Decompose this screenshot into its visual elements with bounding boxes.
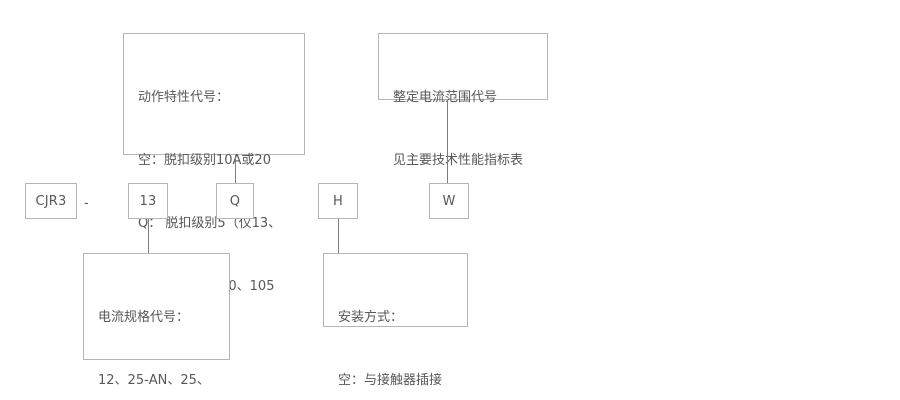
note-line: 安装方式： — [338, 310, 404, 325]
note-line: 空：与接触器插接 — [338, 373, 443, 388]
note-line: 电流规格代号： — [98, 310, 190, 325]
code-box-characteristic[interactable]: Q — [216, 183, 254, 219]
note-box-setting-range: 整定电流范围代号 见主要技术性能指标表 — [378, 33, 548, 168]
note-line: 见主要技术性能指标表 — [393, 153, 524, 168]
note-line: 整定电流范围代号 — [393, 90, 498, 105]
note-box-current-spec: 电流规格代号： 12、25-AN、25、 50、105B、105、 160B、1… — [83, 253, 230, 388]
code-box-series[interactable]: CJR3 — [25, 183, 77, 219]
connector-setting-range-to-w — [447, 100, 448, 183]
note-line: Q： 脱扣级别5（仅13、 — [138, 216, 282, 231]
note-box-characteristic: 动作特性代号： 空：脱扣级别10A或20 Q： 脱扣级别5（仅13、 25-AN… — [123, 33, 305, 357]
connector-characteristic-to-q — [235, 155, 236, 183]
note-line: 12、25-AN、25、 — [98, 373, 210, 388]
designation-separator: - — [84, 196, 89, 211]
code-box-current-spec[interactable]: 13 — [128, 183, 168, 219]
note-line: 空：脱扣级别10A或20 — [138, 153, 271, 168]
note-line: 动作特性代号： — [138, 90, 230, 105]
code-box-mounting[interactable]: H — [318, 183, 358, 219]
note-box-mounting: 安装方式： 空：与接触器插接 H 独立安装 — [323, 253, 468, 388]
code-box-setting-range[interactable]: W — [429, 183, 469, 219]
connector-mounting — [338, 219, 339, 253]
connector-current-spec — [148, 219, 149, 253]
